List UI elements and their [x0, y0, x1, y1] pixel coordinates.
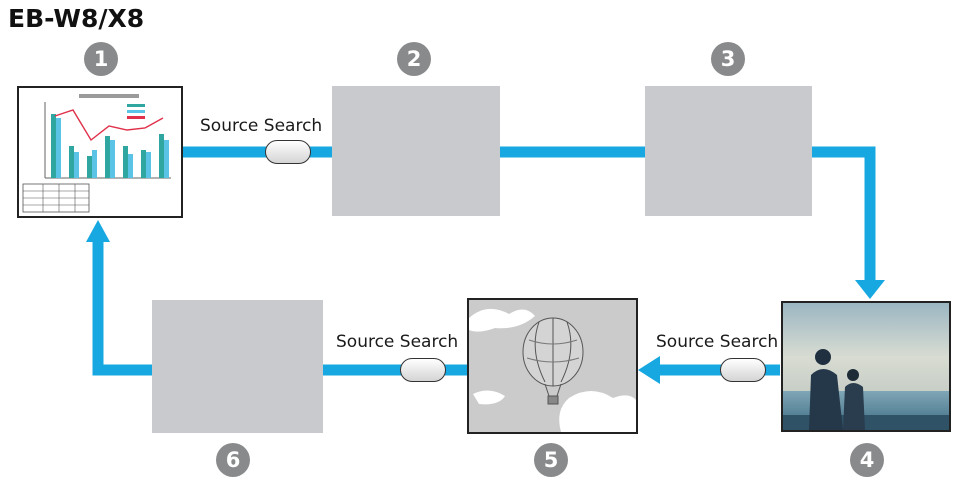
arrow-down-head	[855, 280, 885, 299]
step-badge-4: 4	[850, 443, 884, 477]
arrow-left-head	[638, 356, 660, 384]
balloon-thumbnail	[469, 300, 636, 432]
source-3-placeholder	[645, 86, 812, 216]
source-search-button-bottom-right[interactable]	[720, 358, 766, 382]
source-1-chart-display	[17, 86, 183, 218]
photo-thumbnail	[783, 303, 949, 430]
step-badge-1: 1	[84, 42, 118, 76]
diagram-title: EB-W8/X8	[8, 4, 145, 33]
step-badge-2: 2	[397, 42, 431, 76]
arrow-up-head	[86, 220, 110, 242]
step-badge-5: 5	[534, 443, 568, 477]
step-badge-3: 3	[711, 42, 745, 76]
chart-thumbnail	[22, 94, 171, 213]
source-5-balloon-image	[467, 298, 638, 434]
source-search-button-bottom-left[interactable]	[400, 358, 446, 382]
source-2-placeholder	[332, 86, 500, 216]
source-6-placeholder	[152, 300, 323, 433]
source-search-button-top[interactable]	[265, 140, 311, 164]
source-search-label-bottom-left: Source Search	[336, 332, 459, 352]
source-4-photo	[781, 301, 951, 432]
source-search-label-bottom-right: Source Search	[656, 332, 779, 352]
step-badge-6: 6	[216, 443, 250, 477]
source-search-label-top: Source Search	[200, 116, 323, 136]
